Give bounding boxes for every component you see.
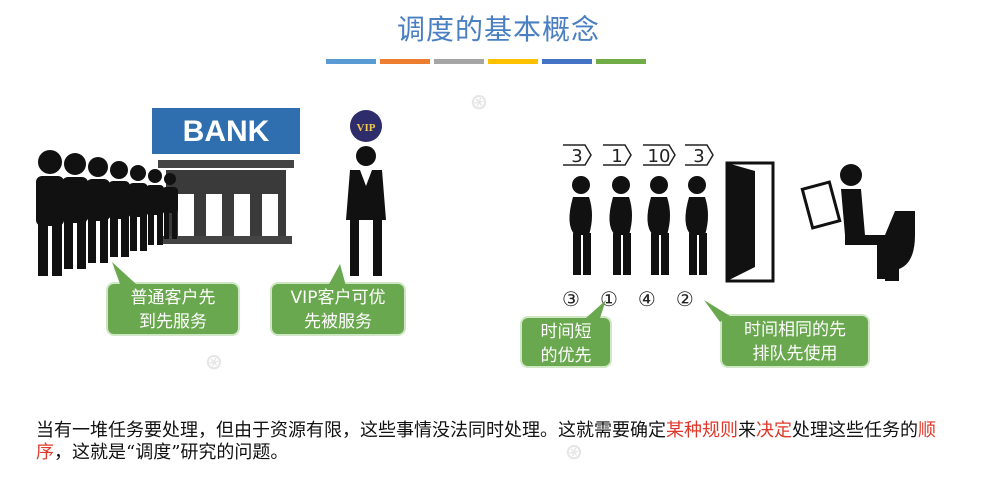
svg-text:3: 3: [571, 146, 582, 167]
order-number: ③: [562, 287, 580, 311]
callout-text-line: 时间短: [540, 322, 592, 342]
callout-tail: [112, 262, 136, 284]
callout-text-line: VIP客户可优: [290, 288, 386, 308]
callout-text-line: 先被服务: [304, 312, 372, 332]
time-badge-icon: 10: [643, 144, 676, 167]
svg-text:3: 3: [693, 146, 704, 167]
door-icon: [725, 161, 775, 283]
highlight-text: 决定: [756, 420, 792, 441]
svg-text:10: 10: [648, 146, 671, 167]
waiting-people-icon: [569, 176, 708, 275]
callout-text-line: 到先服务: [139, 312, 207, 332]
paragraph-text: 当有一堆任务要处理，但由于资源有限，这些事情没法同时处理。这就需要确定: [36, 420, 666, 441]
customer-queue-icon: [36, 150, 178, 276]
paragraph-text: 处理这些任务的: [792, 420, 918, 441]
accent-bar-5: [542, 59, 592, 64]
callout-text-line: 时间相同的先: [744, 320, 846, 340]
callout-text-line: 普通客户先: [130, 288, 216, 308]
callout-tail: [328, 264, 346, 286]
time-badge-icon: 1: [603, 144, 632, 167]
callout-tail: [586, 300, 606, 318]
bank-sign-text: BANK: [183, 115, 270, 148]
callout-short-time: 时间短 的优先: [520, 316, 612, 368]
watermark: ⊛: [199, 346, 230, 379]
callout-vip-customer: VIP客户可优 先被服务: [270, 282, 406, 336]
accent-bar-6: [596, 59, 646, 64]
explanation-paragraph: 当有一堆任务要处理，但由于资源有限，这些事情没法同时处理。这就需要确定某种规则来…: [36, 420, 966, 464]
highlight-text: 某种规则: [666, 420, 738, 441]
callout-tail: [704, 300, 730, 322]
accent-bar-4: [488, 59, 538, 64]
time-badge-icon: 3: [563, 144, 592, 167]
accent-bar-3: [434, 59, 484, 64]
paragraph-text: 来: [738, 420, 756, 441]
vip-person-icon: VIP: [346, 110, 386, 276]
vip-badge-text: VIP: [357, 122, 376, 134]
bank-sign: [152, 108, 300, 154]
toilet-person-icon: [800, 164, 915, 281]
order-number: ①: [599, 287, 618, 311]
callout-same-time: 时间相同的先 排队先使用: [720, 314, 870, 368]
bank-illustration: BANK VIP: [36, 108, 386, 276]
time-badge-icon: 3: [685, 144, 714, 167]
bank-roof: [158, 160, 294, 168]
accent-bar-1: [326, 59, 376, 64]
order-number: ④: [637, 287, 656, 311]
svg-text:1: 1: [611, 146, 622, 167]
order-number: ②: [675, 287, 694, 311]
order-numbers: ③ ① ④ ②: [562, 287, 694, 311]
highlight-text: 顺序: [36, 420, 936, 463]
accent-bar-2: [380, 59, 430, 64]
page-title: 调度的基本概念: [396, 13, 600, 46]
callout-text-line: 排队先使用: [752, 344, 838, 364]
accent-bars: [326, 59, 646, 64]
callout-text-line: 的优先: [540, 346, 592, 366]
paragraph-text: ，这就是“调度”研究的问题。: [54, 442, 289, 463]
callout-normal-customer: 普通客户先 到先服务: [106, 282, 240, 336]
queue-illustration: 3 1 10 3: [563, 144, 915, 283]
watermark: ⊛: [464, 86, 495, 119]
